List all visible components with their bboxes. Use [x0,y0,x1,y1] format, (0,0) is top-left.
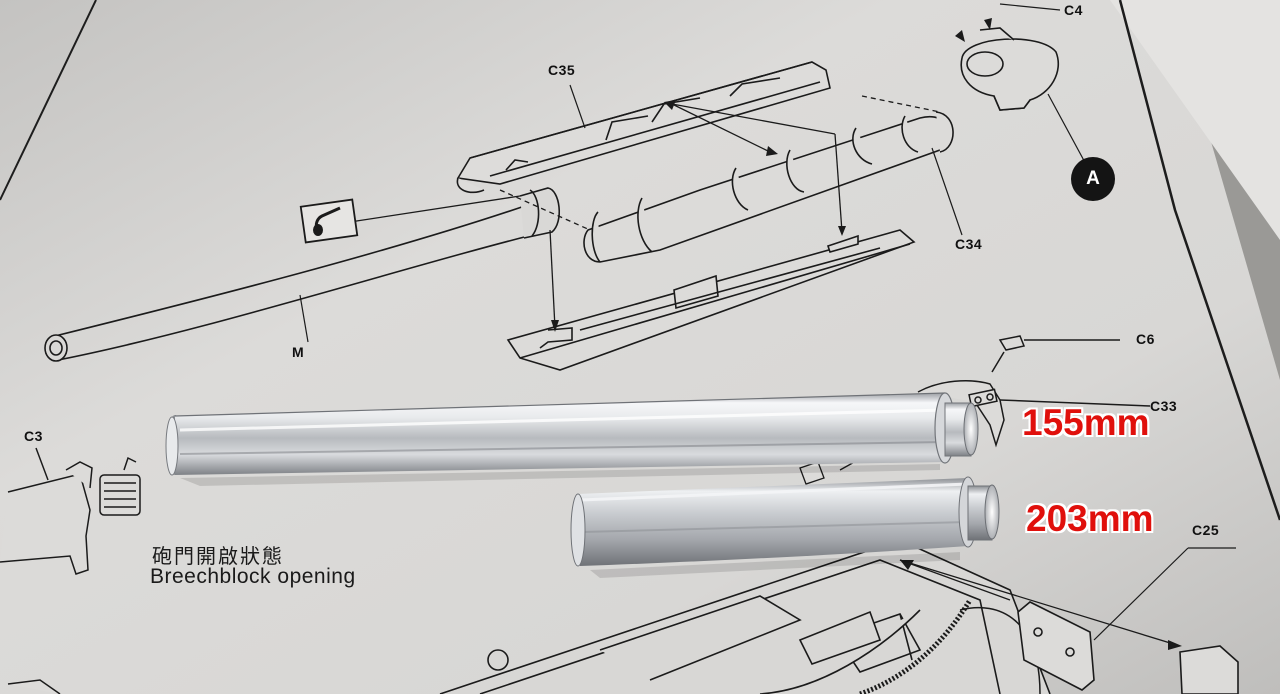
barrel-m-drawing [44,187,560,362]
label-c6: C6 [1136,331,1155,347]
label-c3: C3 [24,428,43,444]
caption-chinese: 砲門開啟狀態 [152,544,284,568]
label-c35: C35 [548,62,576,78]
label-155mm: 155mm [1022,402,1150,443]
part-c25-drawing [1017,601,1239,694]
part-c35-drawing [456,61,831,194]
caption-english: Breechblock opening [150,565,356,588]
label-c33: C33 [1150,398,1178,414]
callout-a-badge: A [1071,157,1115,201]
label-c25: C25 [1192,522,1220,538]
label-m: M [292,344,305,360]
barrel-155mm [165,392,979,476]
part-c3-drawing [0,447,141,694]
label-c34: C34 [955,236,983,252]
glue-icon [299,198,359,244]
label-203mm: 203mm [1026,498,1154,539]
carriage-drawing [439,539,1051,694]
label-c4: C4 [1064,2,1083,18]
barrel-203mm [570,476,1000,567]
part-c34-drawing [583,111,954,263]
rail-part-drawing [506,229,916,371]
part-c4-drawing [960,27,1060,111]
part-c6-drawing [998,335,1026,351]
